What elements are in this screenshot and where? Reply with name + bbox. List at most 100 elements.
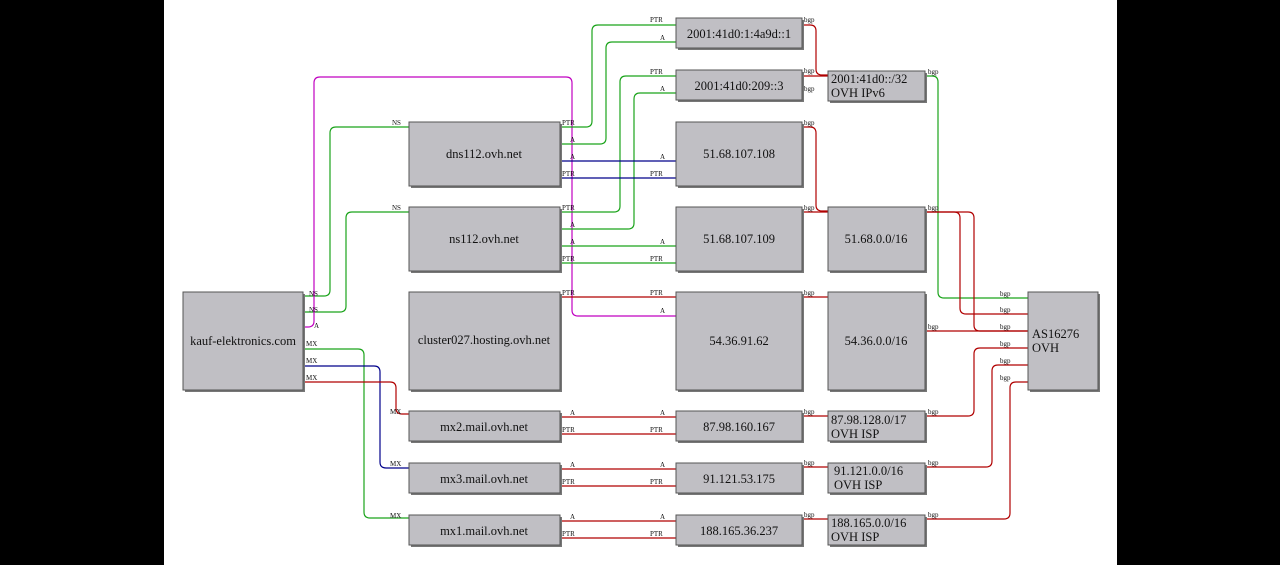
ip-node-ipv6-1[interactable]: 2001:41d0:1:4a9d::1 [675,17,804,50]
edge-labels: NS NS NS NS A MX MX MX MX MX MX PTR A PT… [306,16,1011,538]
host-node-label: cluster027.hosting.ovh.net [418,333,551,347]
net-node-line2: OVH IPv6 [831,86,885,100]
host-node-label: dns112.ovh.net [446,147,522,161]
net-node-line2: OVH ISP [831,427,879,441]
edge-label-bgp: bgp [1000,290,1011,298]
domain-node[interactable]: kauf-elektronics.com [182,291,305,392]
edge-label-bgp: bgp [804,204,815,212]
ip-node-91-121-53-175[interactable]: 91.121.53.175 [675,462,804,495]
edge-label-mx: MX [306,357,317,365]
edge-kauf-mx-mx3 [304,365,409,469]
host-node-ns112[interactable]: ns112.ovh.net [408,206,562,273]
host-node-mx2[interactable]: mx2.mail.ovh.net [408,410,562,443]
edge-label-mx: MX [390,512,401,520]
net-node-ipv6[interactable]: 2001:41d0::/32 OVH IPv6 [827,70,927,103]
edge-label-bgp: bgp [928,408,939,416]
ip-node-188-165-36-237[interactable]: 188.165.36.237 [675,514,804,547]
edge-kauf-mx-mx2 [304,381,409,415]
ip-node-label: 87.98.160.167 [703,420,775,434]
edge-label-bgp: bgp [804,408,815,416]
host-node-label: mx1.mail.ovh.net [440,524,528,538]
ip-node-label: 2001:41d0:209::3 [695,79,784,93]
ip-node-ipv6-2[interactable]: 2001:41d0:209::3 [675,69,804,102]
edge-label-ns: NS [309,306,318,314]
net-node-line2: OVH ISP [834,478,882,492]
edge-label-a: A [570,221,575,229]
edge-label-bgp: bgp [804,459,815,467]
edge-label-a: A [570,153,575,161]
edge-label-a: A [314,322,319,330]
edge-net91-bgp-as [926,364,1028,468]
edge-label-ns: NS [309,290,318,298]
ip-node-51-68-107-108[interactable]: 51.68.107.108 [675,121,804,188]
ip-node-51-68-107-109[interactable]: 51.68.107.109 [675,206,804,273]
edge-net6-bgp-as [926,75,1028,299]
dns-map-diagram: NS NS NS NS A MX MX MX MX MX MX PTR A PT… [182,16,1100,547]
net-node-91-121[interactable]: 91.121.0.0/16 OVH ISP [827,462,927,495]
edge-label-ptr: PTR [650,530,663,538]
as-node-line2: OVH [1032,341,1059,355]
edge-dns112-a-ip6a [561,41,676,145]
net-node-line1: 91.121.0.0/16 [834,464,903,478]
host-node-cluster027[interactable]: cluster027.hosting.ovh.net [408,291,562,392]
host-node-mx1[interactable]: mx1.mail.ovh.net [408,514,562,547]
edge-label-a: A [570,461,575,469]
edge-label-a: A [570,409,575,417]
net-node-54-36[interactable]: 54.36.0.0/16 [827,291,927,392]
edge-label-a: A [570,238,575,246]
edge-dns112-ptr-ip6a [561,24,676,128]
net-node-line2: OVH ISP [831,530,879,544]
ip-node-label: 188.165.36.237 [700,524,778,538]
edge-label-a: A [660,461,665,469]
net-node-51-68[interactable]: 51.68.0.0/16 [827,206,927,273]
as-node-line1: AS16276 [1032,327,1079,341]
ip-node-87-98-160-167[interactable]: 87.98.160.167 [675,410,804,443]
edge-label-bgp: bgp [804,85,815,93]
edge-ip1-bgp-net51 [802,126,828,212]
edge-net188-bgp-as [926,381,1028,520]
edge-label-ptr: PTR [650,16,663,24]
edge-label-a: A [660,409,665,417]
net-node-188-165[interactable]: 188.165.0.0/16 OVH ISP [827,514,927,547]
host-node-mx3[interactable]: mx3.mail.ovh.net [408,462,562,495]
net-node-line1: 2001:41d0::/32 [831,72,907,86]
edge-label-a: A [660,85,665,93]
edge-net51-bgp-as-1 [926,211,1028,315]
edge-kauf-ns-ns112 [304,211,409,313]
edge-label-a: A [660,34,665,42]
host-node-label: mx3.mail.ovh.net [440,472,528,486]
edge-label-ptr: PTR [562,289,575,297]
net-node-label: 51.68.0.0/16 [845,232,908,246]
edge-label-bgp: bgp [1000,306,1011,314]
edge-label-bgp: bgp [1000,323,1011,331]
edge-label-ptr: PTR [650,68,663,76]
edge-label-ptr: PTR [562,478,575,486]
edge-label-bgp: bgp [928,68,939,76]
edge-label-a: A [660,238,665,246]
edge-label-mx: MX [390,408,401,416]
edge-label-bgp: bgp [928,323,939,331]
host-node-dns112[interactable]: dns112.ovh.net [408,121,562,188]
edge-label-ptr: PTR [562,426,575,434]
ip-node-54-36-91-62[interactable]: 54.36.91.62 [675,291,804,392]
domain-node-label: kauf-elektronics.com [190,334,296,348]
net-node-87-98[interactable]: 87.98.128.0/17 OVH ISP [827,410,927,443]
edge-label-ptr: PTR [650,289,663,297]
as-node[interactable]: AS16276 OVH [1027,291,1100,392]
edge-label-bgp: bgp [928,511,939,519]
net-node-label: 54.36.0.0/16 [845,334,908,348]
nodes: kauf-elektronics.com dns112.ovh.net ns11… [182,17,1100,547]
edge-label-bgp: bgp [804,16,815,24]
host-node-label: ns112.ovh.net [449,232,519,246]
dns-map-canvas: NS NS NS NS A MX MX MX MX MX MX PTR A PT… [164,0,1117,565]
net-node-line1: 188.165.0.0/16 [831,516,906,530]
edge-net87-bgp-as [926,347,1028,417]
edge-label-ptr: PTR [650,426,663,434]
edge-label-a: A [660,513,665,521]
ip-node-label: 91.121.53.175 [703,472,775,486]
edge-label-ptr: PTR [562,204,575,212]
edge-label-mx: MX [306,340,317,348]
net-node-line1: 87.98.128.0/17 [831,413,906,427]
edge-label-bgp: bgp [804,289,815,297]
edge-label-bgp: bgp [804,511,815,519]
